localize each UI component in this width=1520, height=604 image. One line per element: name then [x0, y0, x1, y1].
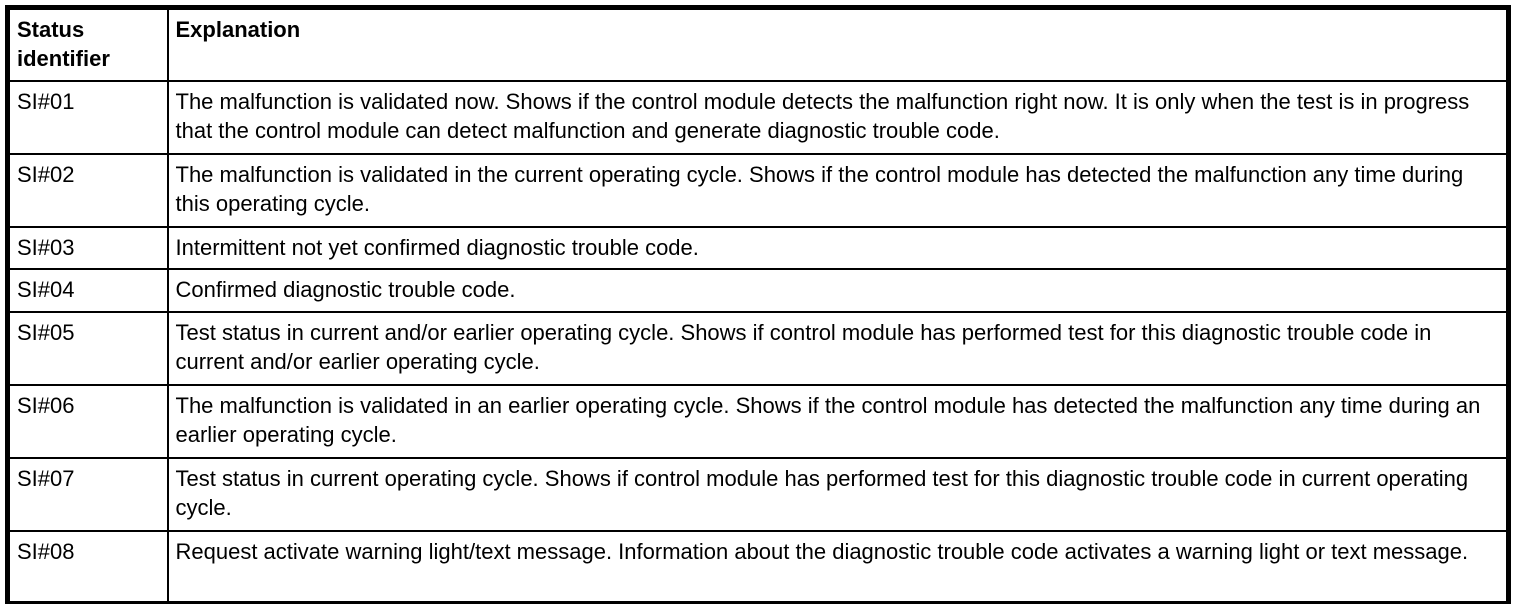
status-identifier-cell: SI#08	[6, 529, 169, 604]
status-identifier-table: Status identifier Explanation SI#01 The …	[5, 5, 1511, 604]
table-row: SI#07 Test status in current operating c…	[6, 456, 1510, 532]
header-status-identifier: Status identifier	[6, 6, 169, 82]
table-row: SI#06 The malfunction is validated in an…	[6, 383, 1510, 459]
table-row: SI#05 Test status in current and/or earl…	[6, 310, 1510, 386]
explanation-cell: The malfunction is validated in an earli…	[166, 383, 1510, 459]
table-row: SI#08 Request activate warning light/tex…	[6, 529, 1510, 604]
status-identifier-cell: SI#04	[6, 268, 169, 313]
status-identifier-cell: SI#05	[6, 310, 169, 386]
header-explanation: Explanation	[166, 6, 1510, 82]
explanation-cell: Test status in current and/or earlier op…	[166, 310, 1510, 386]
table-row: SI#03 Intermittent not yet confirmed dia…	[6, 225, 1510, 271]
status-identifier-cell: SI#01	[6, 79, 169, 155]
explanation-cell: The malfunction is validated in the curr…	[166, 152, 1510, 228]
table-header-row: Status identifier Explanation	[6, 6, 1510, 82]
explanation-cell: Confirmed diagnostic trouble code.	[166, 268, 1510, 313]
status-identifier-cell: SI#03	[6, 225, 169, 271]
explanation-cell: The malfunction is validated now. Shows …	[166, 79, 1510, 155]
status-identifier-cell: SI#07	[6, 456, 169, 532]
table-row: SI#02 The malfunction is validated in th…	[6, 152, 1510, 228]
table-row: SI#01 The malfunction is validated now. …	[6, 79, 1510, 155]
explanation-cell: Request activate warning light/text mess…	[166, 529, 1510, 604]
status-identifier-cell: SI#02	[6, 152, 169, 228]
table-row: SI#04 Confirmed diagnostic trouble code.	[6, 268, 1510, 313]
status-identifier-cell: SI#06	[6, 383, 169, 459]
explanation-cell: Intermittent not yet confirmed diagnosti…	[166, 225, 1510, 271]
explanation-cell: Test status in current operating cycle. …	[166, 456, 1510, 532]
